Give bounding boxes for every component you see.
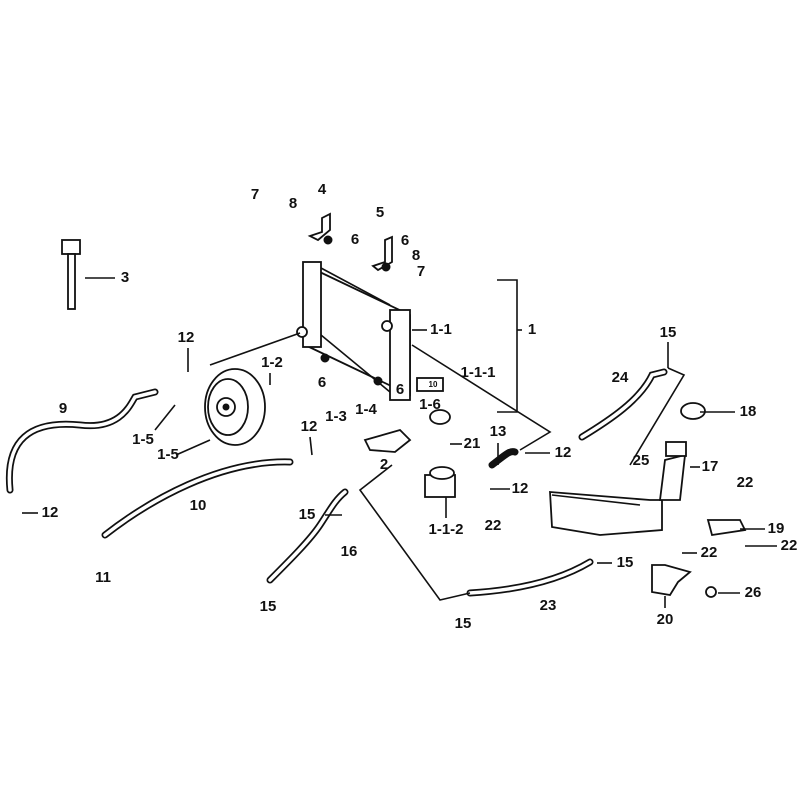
- callout: 6: [396, 381, 404, 398]
- callout: 22: [781, 537, 798, 554]
- callout: 6: [318, 374, 326, 391]
- tag-1-6: [416, 377, 444, 392]
- callout: 1-1: [430, 321, 452, 338]
- callout: 12: [555, 444, 572, 461]
- callout: 1-1-2: [428, 521, 463, 538]
- callout: 7: [251, 186, 259, 203]
- callout: 3: [121, 269, 129, 286]
- callout: 12: [178, 329, 195, 346]
- callout: 4: [318, 181, 327, 198]
- callout: 20: [657, 611, 674, 628]
- callout: 21: [464, 435, 481, 452]
- callout: 7: [417, 263, 425, 280]
- callout: 22: [737, 474, 754, 491]
- callout: 13: [490, 423, 507, 440]
- callout: 8: [412, 247, 420, 264]
- callout: 2: [380, 456, 388, 473]
- radiator: [296, 261, 411, 401]
- callout: 1-4: [355, 401, 377, 418]
- callout: 1-3: [325, 408, 347, 425]
- callouts: 7 8 4 6 5 6 8 7 3 1-1 1 1-2 12 6 6 1-1-1…: [42, 181, 798, 632]
- callout: 1-5: [157, 446, 179, 463]
- callout: 10: [190, 497, 207, 514]
- callout: 24: [612, 369, 629, 386]
- callout: 17: [702, 458, 719, 475]
- callout: 15: [617, 554, 634, 571]
- callout: 11: [95, 569, 111, 586]
- tag-1-6-text: 10: [429, 380, 438, 389]
- callout: 19: [768, 520, 785, 537]
- leader-lines: [22, 277, 777, 608]
- callout: 8: [289, 195, 297, 212]
- bracket-5: [371, 235, 393, 272]
- callout: 15: [455, 615, 472, 632]
- callout: 1-2: [261, 354, 283, 371]
- callout: 25: [633, 452, 650, 469]
- callout: 9: [59, 400, 67, 417]
- callout: 26: [745, 584, 762, 601]
- callout: 5: [376, 204, 384, 221]
- callout: 15: [660, 324, 677, 341]
- bracket-19: [706, 519, 747, 537]
- callout: 12: [42, 504, 59, 521]
- callout: 6: [401, 232, 409, 249]
- callout: 22: [485, 517, 502, 534]
- callout: 1-5: [132, 431, 154, 448]
- callout: 22: [701, 544, 718, 561]
- callout: 15: [299, 506, 316, 523]
- callout: 15: [260, 598, 277, 615]
- callout: 6: [351, 231, 359, 248]
- callout: 1-1-1: [460, 364, 495, 381]
- callout: 1: [528, 321, 536, 338]
- callout: 12: [512, 480, 529, 497]
- bracket-2: [363, 428, 412, 453]
- callout: 1-6: [419, 396, 441, 413]
- callout: 12: [301, 418, 318, 435]
- reservoir-tank: [549, 402, 706, 536]
- cooling-fan: [204, 368, 266, 446]
- bracket-20: [651, 564, 692, 596]
- callout: 18: [740, 403, 757, 420]
- callout: 23: [540, 597, 557, 614]
- bracket-4: [307, 212, 331, 242]
- cable-tie: [61, 239, 81, 310]
- callout: 16: [341, 543, 358, 560]
